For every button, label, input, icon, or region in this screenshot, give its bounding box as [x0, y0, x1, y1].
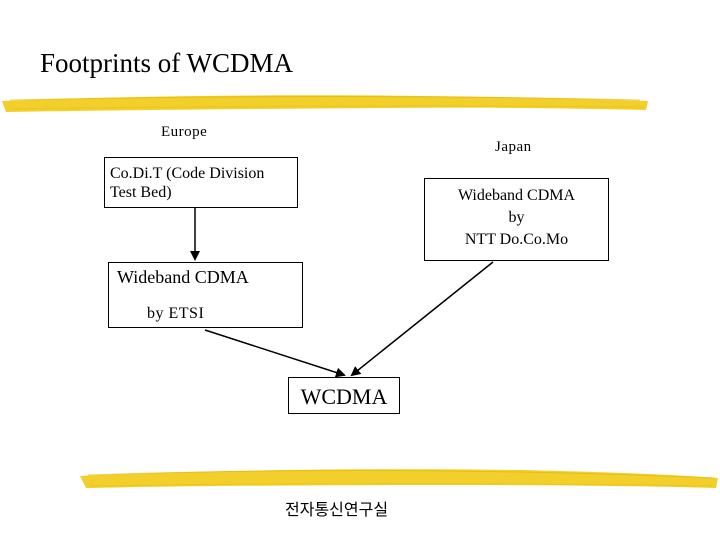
- box-etsi-line1: Wideband CDMA: [117, 267, 249, 287]
- box-wcdma: WCDMA: [288, 377, 400, 414]
- box-ntt-line1: Wideband CDMA: [457, 187, 576, 204]
- arrow-ntt-to-wcdma: [350, 261, 494, 377]
- box-codit-line2: Test Bed): [110, 184, 172, 201]
- box-etsi-line2: by ETSI: [147, 305, 205, 322]
- slide-title: Footprints of WCDMA: [40, 48, 294, 78]
- region-label-japan: Japan: [495, 139, 532, 155]
- box-ntt-docomo: Wideband CDMA by NTT Do.Co.Mo: [424, 178, 609, 261]
- highlighter-stroke-top: [2, 95, 648, 112]
- arrow-etsi-to-wcdma: [204, 329, 346, 378]
- box-etsi: Wideband CDMA by ETSI: [108, 262, 303, 328]
- box-codit: Co.Di.T (Code Division Test Bed): [104, 157, 298, 208]
- slide-footer: 전자통신연구실: [285, 500, 389, 519]
- region-label-europe: Europe: [161, 124, 208, 140]
- box-ntt-line2: by: [508, 209, 525, 226]
- highlighter-stroke-bottom: [80, 469, 718, 488]
- box-codit-line1: Co.Di.T (Code Division: [110, 165, 265, 182]
- box-ntt-line3: NTT Do.Co.Mo: [464, 231, 569, 248]
